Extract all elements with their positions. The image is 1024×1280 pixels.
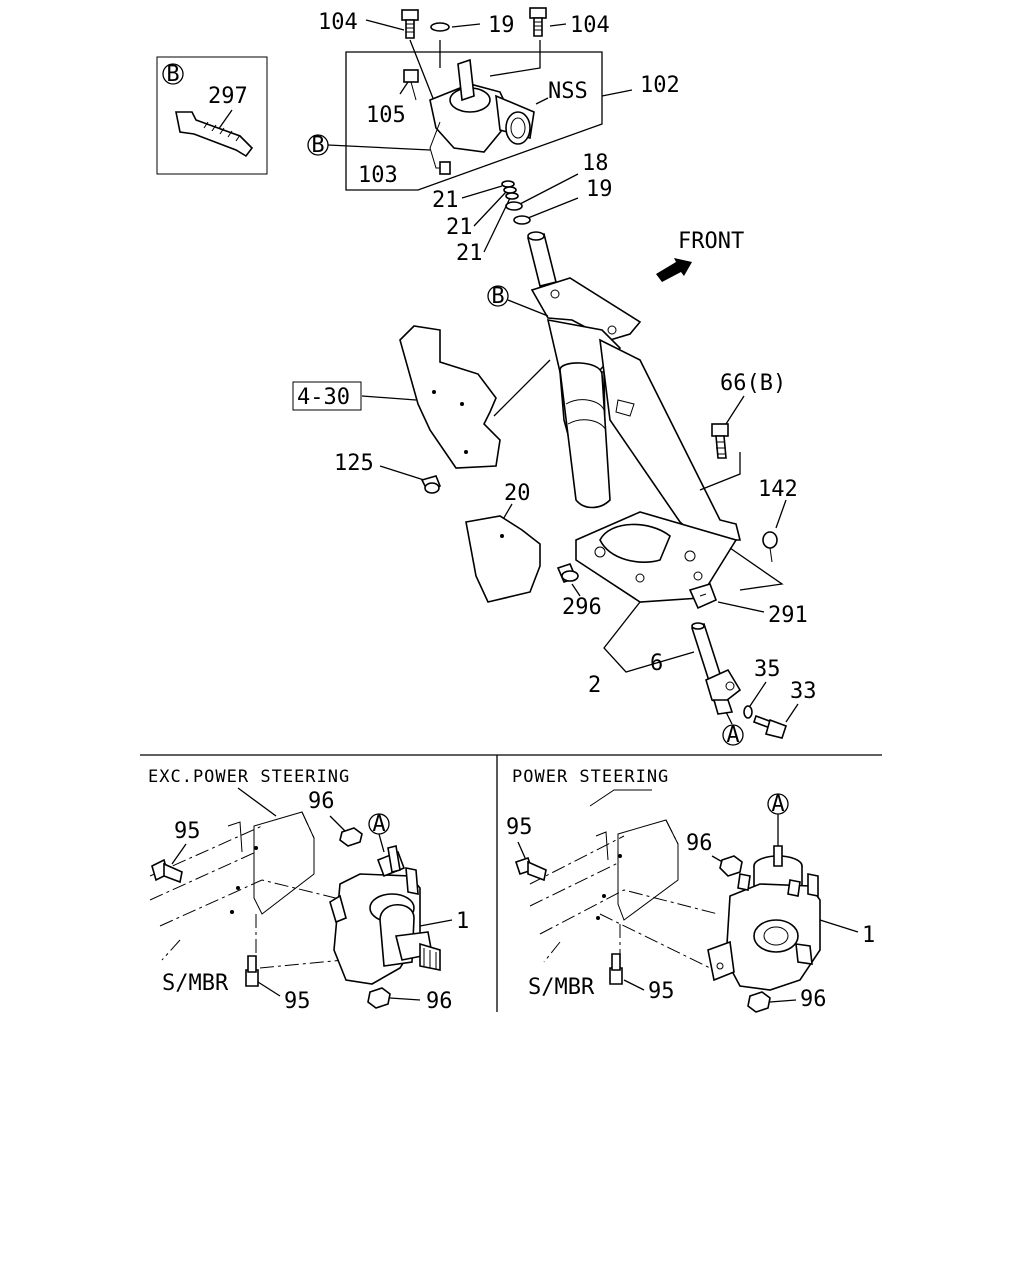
label-18: 18	[582, 151, 609, 176]
ref-b-column: B	[491, 284, 504, 309]
intermediate-shaft-6-icon	[690, 622, 742, 715]
washer-19-mid-icon	[513, 215, 531, 225]
label-291: 291	[768, 603, 808, 628]
right-nut-96-top-icon	[719, 855, 743, 877]
inset-ref-b: B	[166, 62, 179, 87]
ref-b-main: B	[311, 133, 324, 158]
label-103: 103	[358, 163, 398, 188]
left-ref-a: A	[372, 812, 385, 837]
label-21-a: 21	[432, 188, 459, 213]
label-125: 125	[334, 451, 374, 476]
right-label-95-top: 95	[506, 815, 533, 840]
left-bolt-95-top-icon	[151, 858, 183, 884]
right-label-96-bottom: 96	[800, 987, 827, 1012]
inset-297-box: B 297	[156, 56, 268, 175]
label-front: FRONT	[678, 229, 744, 254]
bolt-33-icon	[752, 714, 788, 739]
cable-tie-297-icon	[175, 111, 254, 158]
left-nut-96-bottom-icon	[367, 987, 391, 1009]
washer-stack: 18 19 21 21 21	[432, 151, 613, 266]
right-label-96-top: 96	[686, 831, 713, 856]
front-arrow-icon	[656, 258, 692, 282]
label-296: 296	[562, 595, 602, 620]
screw-105-icon	[403, 69, 419, 101]
label-102: 102	[640, 73, 680, 98]
right-power-steering-gear-1-icon	[707, 845, 821, 991]
label-142: 142	[758, 477, 798, 502]
left-label-96-bottom: 96	[426, 989, 453, 1014]
switch-assembly-102: 104 19 104 102	[307, 7, 680, 191]
steering-column-assembly: B	[487, 231, 784, 603]
bolt-104-left-icon	[401, 9, 419, 39]
right-label-1: 1	[862, 923, 875, 948]
bolt-104-right-icon	[529, 7, 547, 37]
left-panel-header: EXC.POWER STEERING	[148, 767, 350, 787]
column-cover-4-30: 4-30	[292, 325, 501, 469]
right-label-smbr: S/MBR	[528, 975, 595, 1000]
label-104-left: 104	[318, 10, 358, 35]
label-104-right: 104	[570, 13, 610, 38]
right-ref-a: A	[771, 792, 784, 817]
clip-291-icon	[688, 583, 718, 610]
label-20: 20	[504, 481, 531, 506]
right-label-95-bottom: 95	[648, 979, 675, 1004]
label-21-b: 21	[446, 215, 473, 240]
label-19-top: 19	[488, 13, 515, 38]
left-steering-gear-1-icon	[329, 845, 441, 985]
right-bolt-95-bottom-icon	[609, 953, 623, 985]
label-66b: 66(B)	[720, 371, 786, 396]
washer-18-icon	[505, 201, 523, 211]
right-bolt-95-top-icon	[514, 856, 547, 882]
screw-125-icon	[420, 475, 442, 494]
left-label-95-top: 95	[174, 819, 201, 844]
left-bolt-95-bottom-icon	[245, 955, 259, 987]
bolt-66b-icon	[711, 423, 729, 459]
combination-switch-icon	[429, 58, 535, 175]
label-2: 2	[588, 673, 601, 698]
left-label-1: 1	[456, 909, 469, 934]
washer-35-icon	[743, 705, 753, 719]
washer-19-top-icon	[430, 22, 450, 32]
panel-power-steering: POWER STEERING 95 96 A	[506, 767, 875, 1013]
right-nut-96-bottom-icon	[747, 991, 771, 1013]
panel-exc-power-steering: EXC.POWER STEERING 95 96 A	[148, 767, 469, 1014]
label-6: 6	[650, 651, 663, 676]
label-19-mid: 19	[586, 177, 613, 202]
label-nss: NSS	[548, 79, 588, 104]
left-label-95-bottom: 95	[284, 989, 311, 1014]
screw-142-icon	[762, 531, 778, 563]
label-21-c: 21	[456, 241, 483, 266]
label-35: 35	[754, 657, 781, 682]
label-297: 297	[208, 84, 248, 109]
lower-cover-20-icon	[465, 515, 541, 603]
label-105: 105	[366, 103, 406, 128]
clip-296-icon	[556, 563, 579, 583]
left-label-96-top: 96	[308, 789, 335, 814]
right-panel-header: POWER STEERING	[512, 767, 669, 787]
left-nut-96-top-icon	[339, 827, 363, 847]
label-4-30: 4-30	[297, 385, 350, 410]
ref-a-column: A	[726, 723, 739, 748]
left-label-smbr: S/MBR	[162, 971, 229, 996]
label-33: 33	[790, 679, 817, 704]
